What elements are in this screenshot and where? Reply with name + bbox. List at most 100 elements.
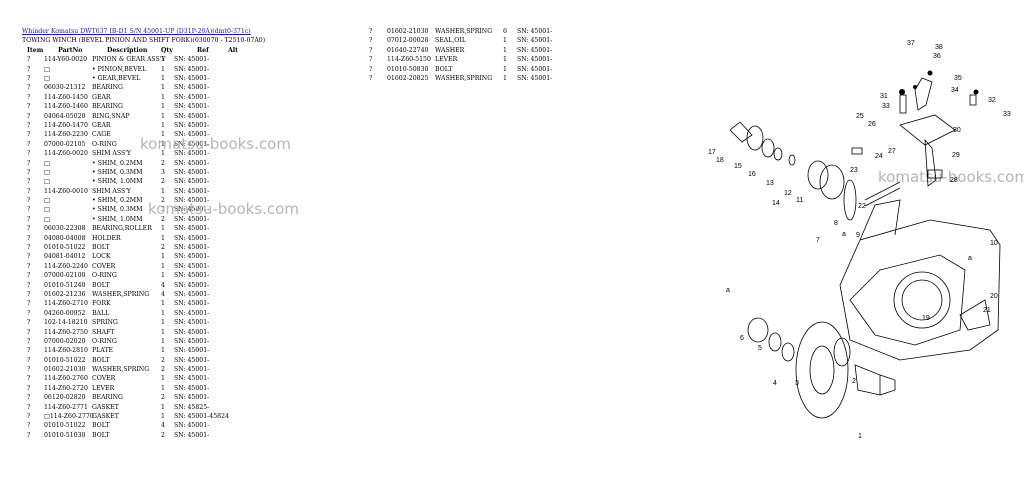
- cell-part: 114-Z60-2771: [44, 403, 88, 411]
- cell-item: ?: [27, 103, 31, 111]
- cell-item: ?: [27, 290, 31, 298]
- cell-ref: SN: 45001-: [174, 150, 210, 158]
- breadcrumb-link[interactable]: Whinder Komatsu DWT637 IB-D1 S/N 45001-U…: [22, 28, 251, 35]
- cell-part: 06030-21312: [44, 84, 86, 92]
- winch-housing: [839, 219, 1001, 361]
- cell-part: 114-Y60-0020: [44, 56, 88, 64]
- cell-part: 04260-00952: [44, 309, 86, 317]
- cell-qty: 1: [161, 337, 165, 345]
- cell-desc: HOLDER: [92, 234, 121, 242]
- cell-desc: BOLT: [92, 431, 110, 439]
- cell-qty: 1: [161, 413, 165, 421]
- cell-qty: 1: [161, 319, 165, 327]
- cell-desc: SHAFT: [92, 328, 115, 336]
- callout-label: 25: [856, 113, 864, 120]
- callout-label: 27: [888, 148, 896, 155]
- cell-part: 01010-51022: [44, 356, 86, 364]
- cell-item: ?: [27, 328, 31, 336]
- cell-part: 06120-02820: [44, 394, 86, 402]
- cell-ref: SN: 45001-: [174, 121, 210, 129]
- cell-part: □: [44, 74, 50, 82]
- callout-label: a: [842, 231, 846, 238]
- cell-part: 114-Z60-2760: [44, 375, 88, 383]
- cell-ref: SN: 45001-: [174, 347, 210, 355]
- cell-desc: COVER: [92, 262, 116, 270]
- cell-part: 01010-51022: [44, 244, 86, 252]
- cell-qty: 1: [161, 150, 165, 158]
- cell-item: ?: [27, 356, 31, 364]
- cell-ref: SN: 45001-: [174, 281, 210, 289]
- header-ref: Ref: [197, 46, 209, 54]
- cell-qty: 1: [161, 103, 165, 111]
- cell-part: 07000-02020: [44, 337, 86, 345]
- cell-desc: • SHIM, 0.3MM: [92, 206, 143, 214]
- cell-item: ?: [27, 112, 31, 120]
- callout-label: 29: [952, 152, 960, 159]
- cell-desc: • SHIM, 0.2MM: [92, 197, 143, 205]
- cell-ref: SN: 45001-: [517, 56, 553, 64]
- cell-part: 114-Z60-0010: [44, 187, 88, 195]
- cell-desc: WASHER: [435, 46, 465, 54]
- cell-part: □: [44, 206, 50, 214]
- cell-qty: 1: [161, 65, 165, 73]
- cell-qty: 1: [503, 37, 507, 45]
- cell-qty: 1: [161, 56, 165, 64]
- callout-label: 32: [988, 97, 996, 104]
- callout-label: 16: [748, 171, 756, 178]
- cell-part: □: [44, 168, 50, 176]
- cell-ref: SN: 45001-: [174, 65, 210, 73]
- cell-ref: SN: 45001-: [174, 384, 210, 392]
- callout-label: 20: [990, 293, 998, 300]
- cell-item: ?: [27, 150, 31, 158]
- cell-qty: 2: [161, 215, 165, 223]
- cell-ref: SN: 45001-: [174, 93, 210, 101]
- cell-ref: SN: 45001-: [517, 37, 553, 45]
- cell-ref: SN: 45001-: [517, 65, 553, 73]
- cell-part: 07000-02105: [44, 140, 86, 148]
- cell-desc: BEARING: [92, 84, 123, 92]
- table-header: Item PartNo Description Qty Ref Alt: [22, 46, 362, 55]
- cell-desc: CAGE: [92, 131, 111, 139]
- cover-plate: [899, 114, 956, 146]
- cell-qty: 2: [161, 178, 165, 186]
- cell-qty: 1: [161, 140, 165, 148]
- callout-label: 34: [951, 87, 959, 94]
- callout-label: 11: [796, 197, 803, 204]
- cell-part: 01602-20825: [387, 74, 429, 82]
- cell-qty: 1: [503, 74, 507, 82]
- cell-item: ?: [369, 56, 373, 64]
- callout-label: 12: [784, 190, 792, 197]
- cell-ref: SN: 45001-: [517, 46, 553, 54]
- cell-item: ?: [27, 168, 31, 176]
- cell-desc: LEVER: [435, 56, 458, 64]
- callout-label: 35: [954, 75, 962, 82]
- cell-desc: BOLT: [92, 281, 110, 289]
- cell-ref: SN: 45001-: [174, 56, 210, 64]
- cell-qty: 1: [161, 253, 165, 261]
- cell-part: 01602-21236: [44, 290, 86, 298]
- callout-label: 6: [740, 335, 744, 342]
- cell-desc: • SHIM, 1.0MM: [92, 178, 143, 186]
- cell-desc: • PINION,BEVEL: [92, 65, 147, 73]
- cell-desc: • GEAR,BEVEL: [92, 74, 141, 82]
- cell-qty: 2: [161, 197, 165, 205]
- cell-qty: 1: [503, 46, 507, 54]
- cell-qty: 4: [161, 290, 165, 298]
- cell-qty: 4: [161, 281, 165, 289]
- cell-item: ?: [27, 234, 31, 242]
- cell-qty: 1: [161, 121, 165, 129]
- watermark: komatsu-books.com: [148, 200, 299, 218]
- header-qty: Qty: [161, 46, 173, 54]
- cell-item: ?: [369, 65, 373, 73]
